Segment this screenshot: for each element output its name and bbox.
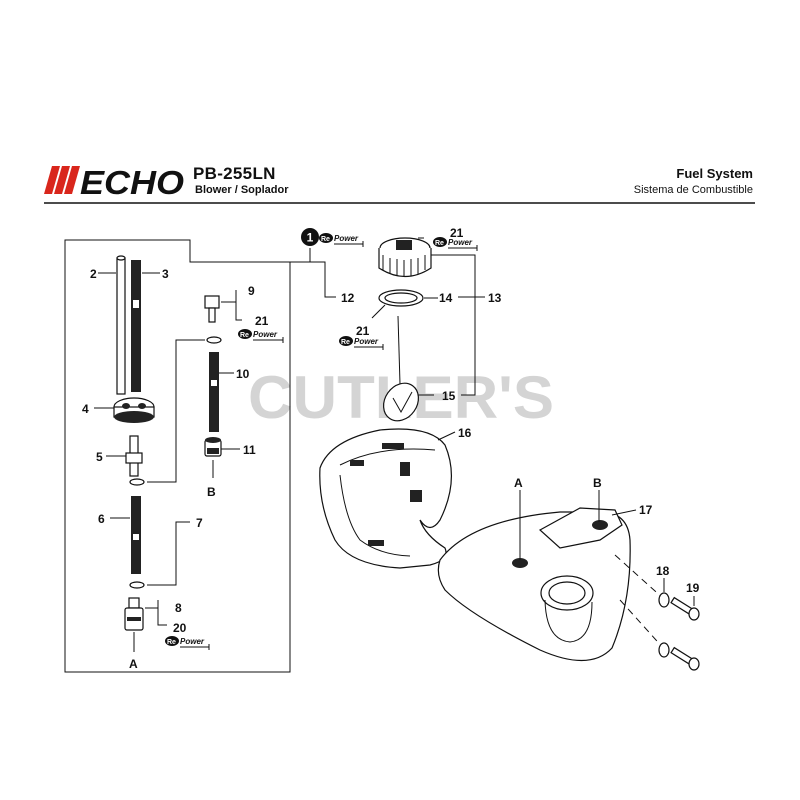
callout-16: 16 [458, 426, 472, 440]
o-ring-9 [206, 336, 222, 344]
repower-badge-fitting: Re Power [238, 329, 284, 343]
callout-5: 5 [96, 450, 103, 464]
connector-b-left: B [207, 485, 216, 499]
callout-19: 19 [686, 581, 700, 595]
callout-13: 13 [488, 291, 502, 305]
callout-21-gasket: 21 [356, 324, 370, 338]
svg-text:Power: Power [180, 637, 205, 646]
svg-text:Re: Re [435, 240, 444, 247]
callout-11: 11 [243, 443, 256, 457]
fuel-pipe-2 [116, 255, 126, 395]
callout-4: 4 [82, 402, 89, 416]
echo-logo: ECHO [44, 164, 184, 201]
callout-18: 18 [656, 564, 670, 578]
tank-guard-16 [319, 428, 453, 569]
product-subtitle: Blower / Soplador [195, 184, 289, 196]
brand-logo-text: ECHO [80, 164, 184, 201]
leader-1 [290, 248, 311, 263]
connector-b-tank: B [593, 476, 602, 490]
section-title: Fuel System [676, 166, 753, 181]
callout-14: 14 [439, 291, 453, 305]
leader-17 [611, 509, 637, 516]
bracket-7-upper [147, 339, 205, 483]
callout-7: 7 [196, 516, 203, 530]
callout-10: 10 [236, 367, 250, 381]
bolt-19 [670, 596, 700, 671]
fuel-pipe-3 [131, 260, 141, 392]
callout-15: 15 [442, 389, 456, 403]
repower-badge-1: Re Power [319, 233, 364, 247]
fitting-9 [204, 295, 220, 323]
model-number: PB-255LN [193, 164, 276, 183]
callout-6: 6 [98, 512, 105, 526]
leader-12 [310, 261, 336, 298]
fuel-tank-17 [437, 507, 631, 662]
bracket-13 [431, 254, 485, 396]
callout-1: 1 [307, 231, 314, 245]
connector-a-tank: A [514, 476, 523, 490]
callout-8: 8 [175, 601, 182, 615]
repower-badge-filter: Re Power [165, 636, 210, 650]
connector-a-left: A [129, 657, 138, 671]
callout-12: 12 [341, 291, 355, 305]
svg-text:Power: Power [354, 337, 379, 346]
fuel-cap-21 [378, 237, 432, 278]
fuel-filter-8 [124, 597, 144, 631]
callout-3: 3 [162, 267, 169, 281]
svg-text:Re: Re [240, 332, 249, 339]
callout-2: 2 [90, 267, 97, 281]
svg-text:Re: Re [341, 339, 350, 346]
o-ring-lower [129, 581, 145, 589]
svg-text:Re: Re [321, 236, 330, 243]
svg-text:Power: Power [448, 238, 473, 247]
svg-text:Re: Re [167, 639, 176, 646]
svg-text:Power: Power [334, 234, 359, 243]
bracket-7-lower [147, 521, 190, 586]
filter-weight-11 [204, 437, 222, 457]
callout-20: 20 [173, 621, 187, 635]
callout-circle-1 [301, 228, 319, 246]
gasket-14 [378, 289, 424, 307]
section-subtitle: Sistema de Combustible [633, 184, 753, 196]
fuel-tube-10 [209, 352, 219, 432]
repower-badge-cap: Re Power [433, 237, 478, 251]
o-ring-upper [129, 478, 145, 486]
retainer-15 [382, 315, 420, 422]
callout-17: 17 [639, 503, 653, 517]
callout-9: 9 [248, 284, 255, 298]
fuel-pipe-6 [131, 496, 141, 574]
washer-18 [658, 592, 670, 658]
svg-text:Power: Power [253, 330, 278, 339]
callout-21-cap: 21 [450, 226, 464, 240]
repower-badge-gasket: Re Power [339, 336, 384, 350]
grommet-4 [113, 397, 155, 423]
joint-5 [125, 435, 143, 477]
callout-21-fitting: 21 [255, 314, 269, 328]
